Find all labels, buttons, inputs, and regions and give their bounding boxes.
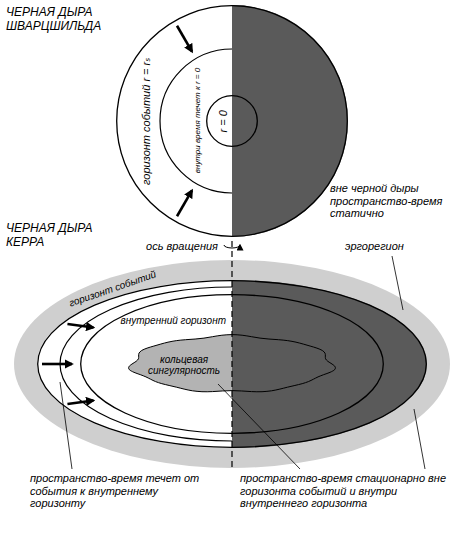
- section-title: ЧЕРНАЯ ДЫРА КЕРРА: [6, 222, 118, 250]
- callout-label: эргорегион: [345, 240, 404, 253]
- dark-half: [232, 280, 427, 448]
- section-title: ЧЕРНАЯ ДЫРА ШВАРЦШИЛЬДА: [6, 6, 118, 34]
- circle-outline: [207, 96, 258, 147]
- inflow-arrow: [177, 26, 192, 52]
- axis-label: ось вращения: [146, 240, 218, 253]
- leader-line: [218, 384, 300, 469]
- circle-outline: [117, 6, 348, 237]
- inflow-arrow: [67, 324, 93, 328]
- ellipse-outline: [38, 281, 427, 448]
- note-text: пространство-время стационарно вне гориз…: [240, 472, 448, 510]
- leader-line: [60, 382, 72, 469]
- note-text: вне черной дыры пространство-время стати…: [330, 182, 450, 220]
- center-circle: r = 0: [206, 95, 258, 147]
- inflow-arrow: [177, 190, 192, 216]
- inflow-arrow: [67, 401, 93, 405]
- leader-line: [392, 256, 403, 310]
- event-horizon-circle: горизонт событий r = rₛ внутри время тече…: [116, 5, 348, 237]
- node-outline: [206, 95, 258, 147]
- event-horizon-ellipse: горизонт событийвнутренний горизонткольц…: [37, 280, 427, 448]
- rotation-symbol: [224, 245, 240, 248]
- inner-horizon-label: внутренний горизонт: [121, 315, 226, 327]
- horizon-label: горизонт событий r = rₛ: [141, 57, 154, 184]
- singularity-outline: [129, 335, 336, 392]
- inner-horizon-ellipse: внутренний горизонт кольцевая сингулярнос…: [80, 294, 384, 434]
- leader-line: [414, 409, 425, 469]
- time-flow-label: внутри время течет к r = 0: [193, 68, 202, 174]
- note-text: пространство-время течет от события к вн…: [30, 472, 205, 510]
- inflow-arrow: [42, 363, 72, 366]
- rotation-axis: [231, 241, 232, 468]
- center-label: r = 0: [217, 110, 230, 132]
- node-outline: [37, 280, 427, 448]
- node-outline: [80, 294, 384, 434]
- horizon-fill: [116, 5, 348, 237]
- ring-singularity: кольцевая сингулярность: [132, 336, 332, 392]
- ellipse-outline: [81, 295, 384, 434]
- singularity-label: кольцевая сингулярность: [142, 354, 226, 377]
